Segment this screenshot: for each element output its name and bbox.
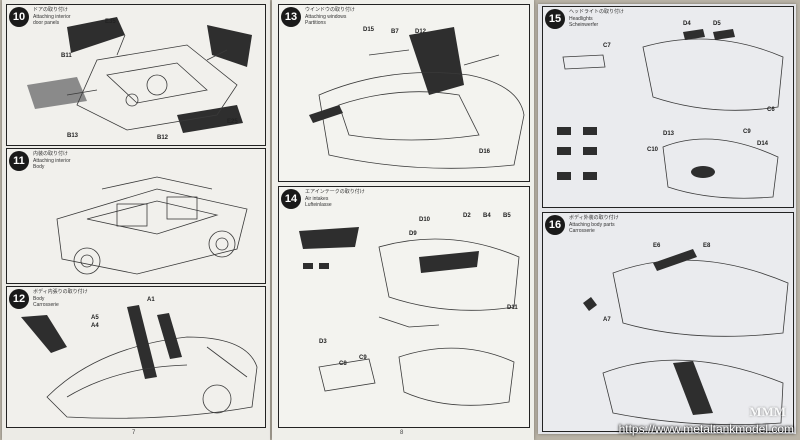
part-label: D16 <box>479 149 491 155</box>
step-13-diagram <box>309 27 525 169</box>
instruction-page-left: 10 ドアの取り付け Attaching interior door panel… <box>2 0 270 440</box>
part-label: D10 <box>419 217 431 223</box>
part-label: D5 <box>713 21 721 27</box>
part-label: C10 <box>647 147 659 153</box>
watermark-logo: MMM <box>749 404 786 419</box>
step-14-caption-ja: エアインテークの取り付け <box>305 189 365 195</box>
step-11-panel: 11 内装の取り付け Attaching interior Body <box>6 148 266 284</box>
step-12-diagram <box>21 305 258 419</box>
instruction-page-right: 15 ヘッドライトの取り付け Headlights Scheinwerfer D… <box>538 4 796 434</box>
step-16-caption-ja: ボディ外装の取り付け <box>569 215 619 221</box>
step-10-caption-ja: ドアの取り付け <box>33 7 69 13</box>
page-number-middle: 8 <box>400 430 404 436</box>
step-15-diagram <box>557 29 784 199</box>
step-16-caption-en: Attaching body parts Carrosserie <box>569 222 615 234</box>
part-label: B7 <box>391 29 399 35</box>
part-label: D11 <box>507 305 518 311</box>
step-11-caption-en: Attaching interior Body <box>33 158 71 170</box>
step-15-caption-en: Headlights Scheinwerfer <box>569 16 599 28</box>
part-label: C9 <box>743 129 751 135</box>
step-15-caption-ja: ヘッドライトの取り付け <box>569 9 625 15</box>
step-13-caption-en: Attaching windows Partitions <box>305 14 347 26</box>
part-label: B13 <box>67 133 79 139</box>
step-13-panel: 13 ウインドウの取り付け Attaching windows Partitio… <box>278 4 530 182</box>
step-16-diagram <box>583 249 789 426</box>
step-10-number: 10 <box>9 7 29 27</box>
part-label: D12 <box>415 29 427 35</box>
part-label: A1 <box>147 297 155 303</box>
step-14-diagram <box>299 227 520 406</box>
step-16-panel: 16 ボディ外装の取り付け Attaching body parts Carro… <box>542 212 794 432</box>
step-12-caption-ja: ボディ内張りの取り付け <box>33 289 88 295</box>
step-15-number: 15 <box>545 9 565 29</box>
part-label: D3 <box>319 339 327 345</box>
instruction-page-middle: 13 ウインドウの取り付け Attaching windows Partitio… <box>272 0 534 440</box>
part-label: B5 <box>503 213 511 219</box>
part-label: C6 <box>767 107 775 113</box>
part-label: C7 <box>603 43 611 49</box>
step-10-diagram <box>27 17 252 133</box>
part-label: A7 <box>603 317 611 323</box>
part-label: B11 <box>61 53 72 59</box>
part-label: A4 <box>91 323 99 329</box>
step-12-number: 12 <box>9 289 29 309</box>
step-11-number: 11 <box>9 151 29 171</box>
part-label: D14 <box>757 141 769 147</box>
part-label: C8 <box>339 361 347 367</box>
step-12-panel: 12 ボディ内張りの取り付け Body Carrosserie A1 A4 A5 <box>6 286 266 428</box>
part-label: D13 <box>663 131 675 137</box>
step-10-panel: 10 ドアの取り付け Attaching interior door panel… <box>6 4 266 146</box>
part-label: B12 <box>157 135 169 141</box>
step-10-caption-en: Attaching interior door panels <box>33 14 71 26</box>
step-12-caption-en: Body Carrosserie <box>33 296 59 308</box>
part-label: E6 <box>653 243 661 249</box>
page-number-left: 7 <box>132 430 136 436</box>
part-label: C9 <box>359 355 367 361</box>
step-16-number: 16 <box>545 215 565 235</box>
part-label: D15 <box>363 27 375 33</box>
part-label: D4 <box>683 21 691 27</box>
part-label: E8 <box>703 243 711 249</box>
part-label: B4 <box>483 213 491 219</box>
step-14-caption-en: Air intakes Lufteinlasse <box>305 196 332 208</box>
step-11-caption-ja: 内装の取り付け <box>33 151 69 157</box>
watermark-url: https://www.metaltankmodel.com <box>618 422 794 436</box>
part-label: E25 <box>227 119 238 125</box>
step-13-number: 13 <box>281 7 301 27</box>
step-11-diagram <box>56 176 248 275</box>
step-14-number: 14 <box>281 189 301 209</box>
part-label: D2 <box>463 213 471 219</box>
step-15-panel: 15 ヘッドライトの取り付け Headlights Scheinwerfer D… <box>542 6 794 208</box>
step-14-panel: 14 エアインテークの取り付け Air intakes Lufteinlasse… <box>278 186 530 428</box>
part-label: A5 <box>91 315 99 321</box>
step-13-caption-ja: ウインドウの取り付け <box>305 7 356 13</box>
part-label: E35 <box>105 19 116 25</box>
part-label: D9 <box>409 231 417 237</box>
